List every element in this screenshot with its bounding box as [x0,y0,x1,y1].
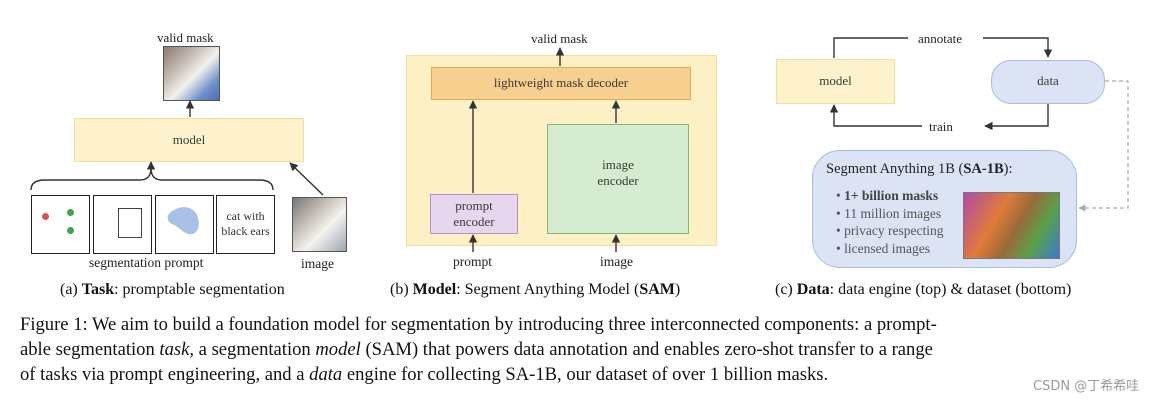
prompt-points-box [31,195,90,254]
bullet-3: • privacy respecting [836,223,944,238]
bullet-4: • licensed images [836,240,930,256]
a-model-box: model [74,118,304,162]
bullet-2: • 11 million images [836,205,942,221]
arrow-data-to-dataset [1078,80,1129,212]
watermark: CSDN @丁希希哇 [1033,379,1140,394]
figure-caption: Figure 1: We aim to build a foundation m… [20,312,1155,387]
caption-c: (c) Data: data engine (top) & dataset (b… [775,281,1072,298]
a-valid-mask-label: valid mask [157,30,214,45]
mask-prompt-shape [167,207,199,235]
image-encoder-box: image encoder [547,124,689,234]
prompt-encoder-line2: encoder [453,214,495,229]
c-model-label: model [819,73,852,88]
dataset-bullets: • 1+ billion masks • 11 million images •… [836,187,943,257]
image-encoder-line1: image [602,157,634,172]
b-valid-mask-label: valid mask [531,31,588,46]
prompt-mask-box [155,195,214,254]
mask-decoder-label: lightweight mask decoder [493,75,629,90]
c-model-box: model [776,59,895,104]
connector-overlay [30,37,1129,252]
b-image-label: image [600,254,633,269]
negative-point [42,213,49,220]
a-seg-prompt-label: segmentation prompt [89,255,204,270]
bullet-1: • 1+ billion masks [836,188,939,203]
a-model-label: model [172,132,206,147]
text-prompt-line1: cat with [226,209,265,223]
sample-masked-image [963,192,1060,259]
prompt-encoder-box: prompt encoder [430,194,518,234]
caption-a: (a) Task: promptable segmentation [60,281,285,298]
caption-line-2: able segmentation task, a segmentation m… [20,339,933,360]
caption-line-3: of tasks via prompt engineering, and a d… [20,364,829,385]
arrow-train [984,104,1049,131]
annotate-label: annotate [918,31,963,46]
prompt-encoder-line1: prompt [455,198,493,213]
positive-point [67,227,74,234]
a-image-label: image [301,256,334,271]
arrow-annotate-to-data [983,37,1053,58]
bounding-box-prompt [118,208,142,238]
dataset-title: Segment Anything 1B (SA-1B): [826,161,1013,177]
positive-point [67,209,74,216]
caption-b: (b) Model: Segment Anything Model (SAM) [390,281,681,298]
train-label: train [929,119,953,134]
arrow-train-to-model [829,104,922,127]
prompt-brace [30,167,274,191]
a-input-image [292,197,347,252]
text-prompt-line2: black ears [221,224,270,238]
arrow-image-to-model [289,162,324,196]
mask-decoder-box: lightweight mask decoder [431,67,691,100]
prompt-text-box: cat with black ears [216,195,275,254]
b-prompt-label: prompt [453,254,492,269]
image-encoder-line2: encoder [597,173,639,188]
data-box: data [991,60,1105,104]
arrow-annotate [833,37,908,58]
prompt-box-box [93,195,152,254]
data-label: data [1037,73,1059,88]
caption-line-1: Figure 1: We aim to build a foundation m… [20,314,937,335]
